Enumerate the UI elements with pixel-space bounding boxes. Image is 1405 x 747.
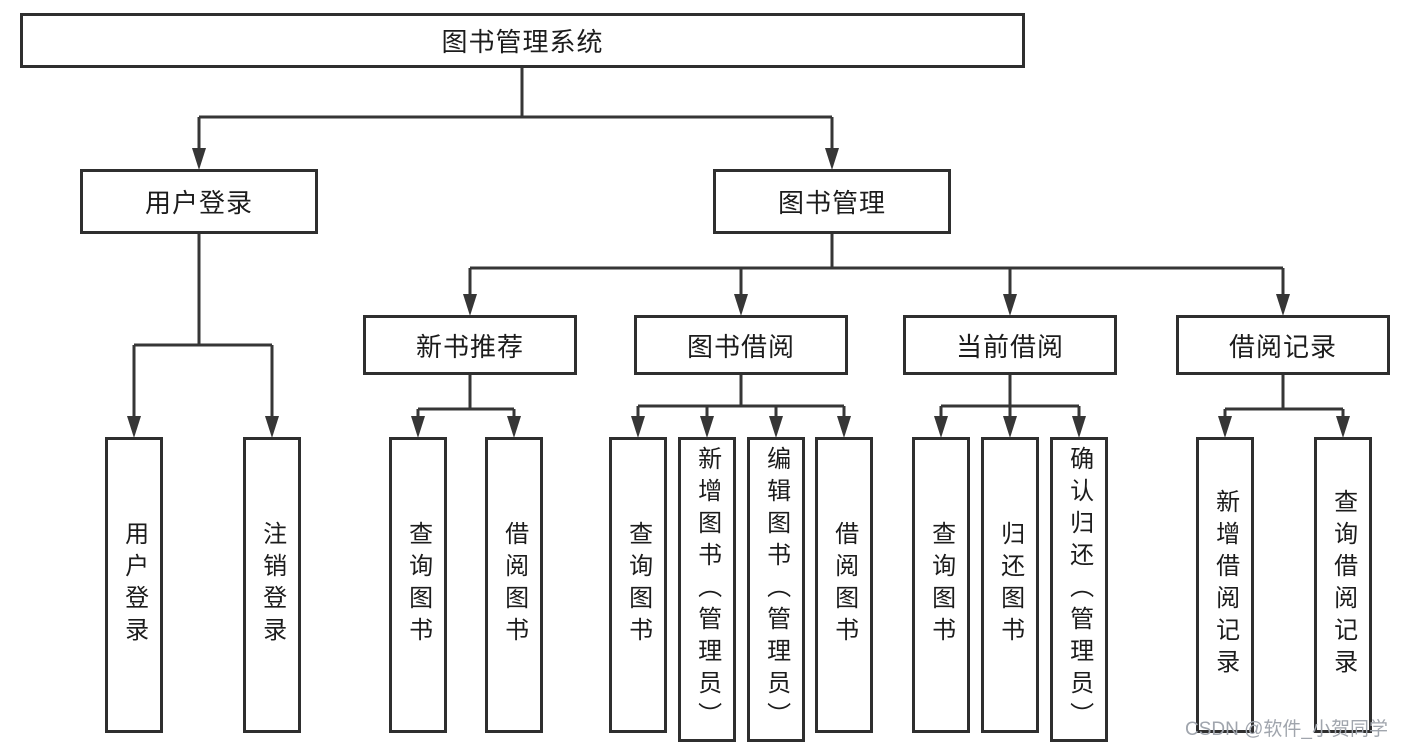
leaf-label: 借阅图书 [830, 521, 858, 649]
node-new-book-recommendation: 新书推荐 [363, 315, 577, 375]
node-user-login: 用户登录 [80, 169, 318, 234]
node-current-borrowing: 当前借阅 [903, 315, 1117, 375]
leaf-label: 新增图书（管理员） [693, 445, 721, 734]
leaf-label: 查询借阅记录 [1329, 489, 1357, 681]
node-label: 图书借阅 [686, 331, 795, 362]
leaf-label: 用户登录 [120, 521, 148, 649]
leaf-logout: 注销登录 [243, 437, 301, 733]
leaf-label: 查询图书 [404, 521, 432, 649]
leaf-label: 归还图书 [996, 521, 1024, 649]
node-label: 图书管理系统 [441, 27, 604, 57]
node-label: 当前借阅 [955, 331, 1064, 362]
node-label: 新书推荐 [415, 331, 524, 362]
node-label: 图书管理 [777, 188, 886, 218]
leaf-query-borrow-record: 查询借阅记录 [1314, 437, 1372, 733]
leaf-label: 注销登录 [258, 521, 286, 649]
leaf-user-login: 用户登录 [105, 437, 163, 733]
node-book-management: 图书管理 [713, 169, 951, 234]
leaf-label: 查询图书 [927, 521, 955, 649]
leaf-label: 新增借阅记录 [1211, 489, 1239, 681]
leaf-query-books-borrowing: 查询图书 [609, 437, 667, 733]
leaf-confirm-return-admin: 确认归还（管理员） [1050, 437, 1108, 742]
node-book-borrowing: 图书借阅 [634, 315, 848, 375]
arrowhead-icons [127, 148, 1350, 438]
leaf-add-books-admin: 新增图书（管理员） [678, 437, 736, 742]
node-borrowing-records: 借阅记录 [1176, 315, 1390, 375]
leaf-edit-books-admin: 编辑图书（管理员） [747, 437, 805, 742]
node-label: 用户登录 [144, 188, 253, 218]
leaf-borrow-books: 借阅图书 [815, 437, 873, 733]
leaf-label: 确认归还（管理员） [1065, 445, 1093, 734]
leaf-return-books: 归还图书 [981, 437, 1039, 733]
leaf-label: 编辑图书（管理员） [762, 445, 790, 734]
leaf-query-books-current: 查询图书 [912, 437, 970, 733]
leaf-label: 查询图书 [624, 521, 652, 649]
leaf-add-borrow-record: 新增借阅记录 [1196, 437, 1254, 733]
leaf-borrow-books-recommend: 借阅图书 [485, 437, 543, 733]
node-root-library-system: 图书管理系统 [20, 13, 1025, 68]
leaf-label: 借阅图书 [500, 521, 528, 649]
node-label: 借阅记录 [1228, 331, 1337, 362]
leaf-query-books-recommend: 查询图书 [389, 437, 447, 733]
